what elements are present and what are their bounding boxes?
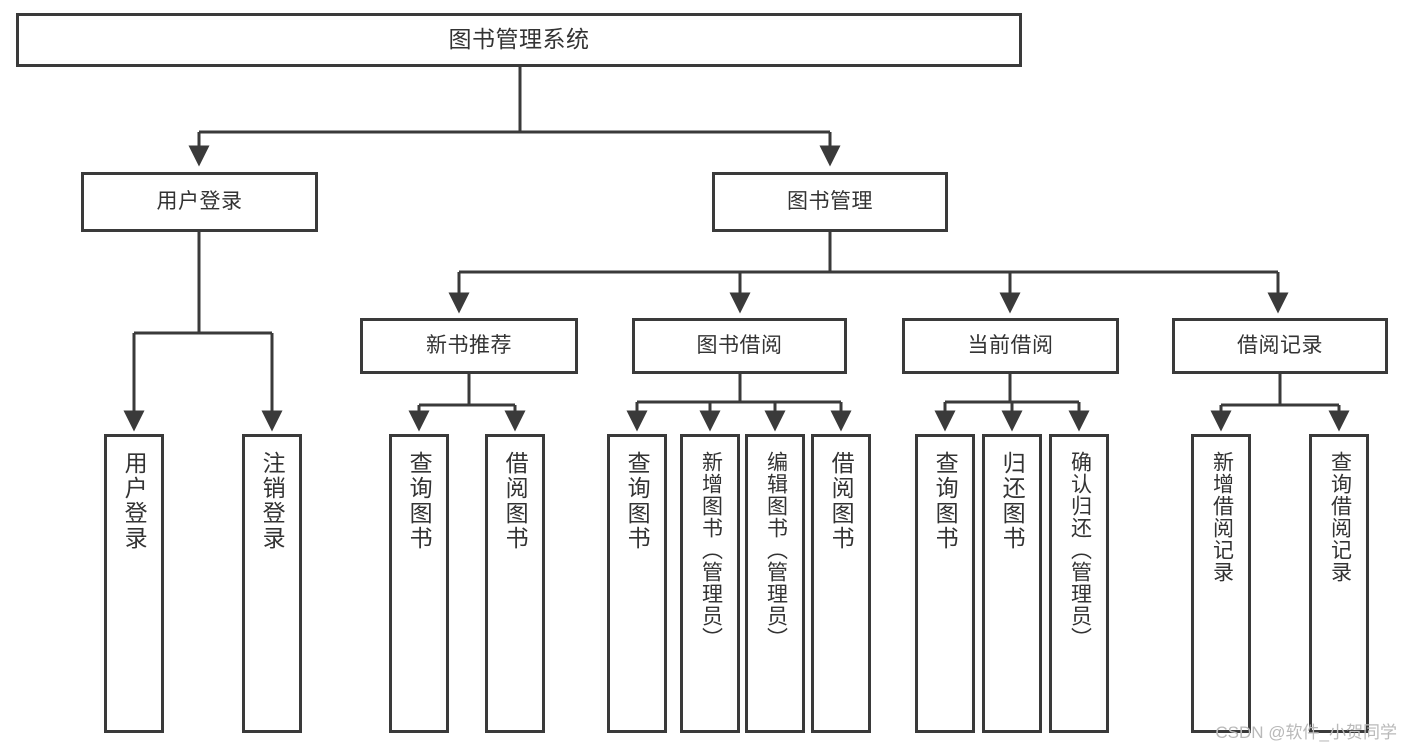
node-borrow-record[interactable]: 借阅记录 (1172, 318, 1388, 374)
node-book-borrow[interactable]: 图书借阅 (632, 318, 847, 374)
node-borrow-record-label: 借阅记录 (1237, 334, 1323, 358)
node-root[interactable]: 图书管理系统 (16, 13, 1022, 67)
node-leaf-query-book-3-label: 查询图书 (932, 451, 959, 551)
node-root-label: 图书管理系统 (448, 26, 590, 53)
node-leaf-add-record-label: 新增借阅记录 (1210, 451, 1234, 583)
node-leaf-add-record[interactable]: 新增借阅记录 (1191, 434, 1251, 733)
node-leaf-borrow-book-2-label: 借阅图书 (828, 451, 855, 551)
node-leaf-confirm-return-admin-label: 确认归还（管理员） (1068, 451, 1092, 649)
node-new-book-recommend[interactable]: 新书推荐 (360, 318, 578, 374)
node-leaf-query-book-2-label: 查询图书 (624, 451, 651, 551)
node-leaf-query-book-3[interactable]: 查询图书 (915, 434, 975, 733)
node-user-login-label: 用户登录 (156, 190, 243, 214)
node-book-borrow-label: 图书借阅 (696, 334, 783, 358)
node-leaf-query-record-label: 查询借阅记录 (1328, 451, 1352, 583)
node-leaf-confirm-return-admin[interactable]: 确认归还（管理员） (1049, 434, 1109, 733)
node-leaf-borrow-book-2[interactable]: 借阅图书 (811, 434, 871, 733)
node-leaf-query-book-1[interactable]: 查询图书 (389, 434, 449, 733)
node-current-borrow[interactable]: 当前借阅 (902, 318, 1119, 374)
watermark: CSDN @软件_小贺同学 (1215, 723, 1397, 742)
node-leaf-add-book-admin[interactable]: 新增图书（管理员） (680, 434, 740, 733)
node-user-login[interactable]: 用户登录 (81, 172, 318, 232)
node-leaf-borrow-book-1[interactable]: 借阅图书 (485, 434, 545, 733)
node-new-book-recommend-label: 新书推荐 (426, 334, 512, 358)
node-book-manage[interactable]: 图书管理 (712, 172, 948, 232)
node-leaf-edit-book-admin-label: 编辑图书（管理员） (764, 451, 788, 649)
node-leaf-logout-label: 注销登录 (259, 451, 286, 551)
node-leaf-query-book-2[interactable]: 查询图书 (607, 434, 667, 733)
node-book-manage-label: 图书管理 (787, 190, 873, 214)
node-leaf-user-login-label: 用户登录 (121, 451, 148, 551)
node-leaf-return-book-label: 归还图书 (999, 451, 1026, 551)
node-leaf-logout[interactable]: 注销登录 (242, 434, 302, 733)
node-leaf-add-book-admin-label: 新增图书（管理员） (699, 451, 723, 649)
node-leaf-return-book[interactable]: 归还图书 (982, 434, 1042, 733)
node-leaf-edit-book-admin[interactable]: 编辑图书（管理员） (745, 434, 805, 733)
node-leaf-user-login[interactable]: 用户登录 (104, 434, 164, 733)
node-leaf-query-book-1-label: 查询图书 (406, 451, 433, 551)
node-leaf-query-record[interactable]: 查询借阅记录 (1309, 434, 1369, 733)
node-current-borrow-label: 当前借阅 (967, 334, 1054, 358)
node-leaf-borrow-book-1-label: 借阅图书 (502, 451, 529, 551)
